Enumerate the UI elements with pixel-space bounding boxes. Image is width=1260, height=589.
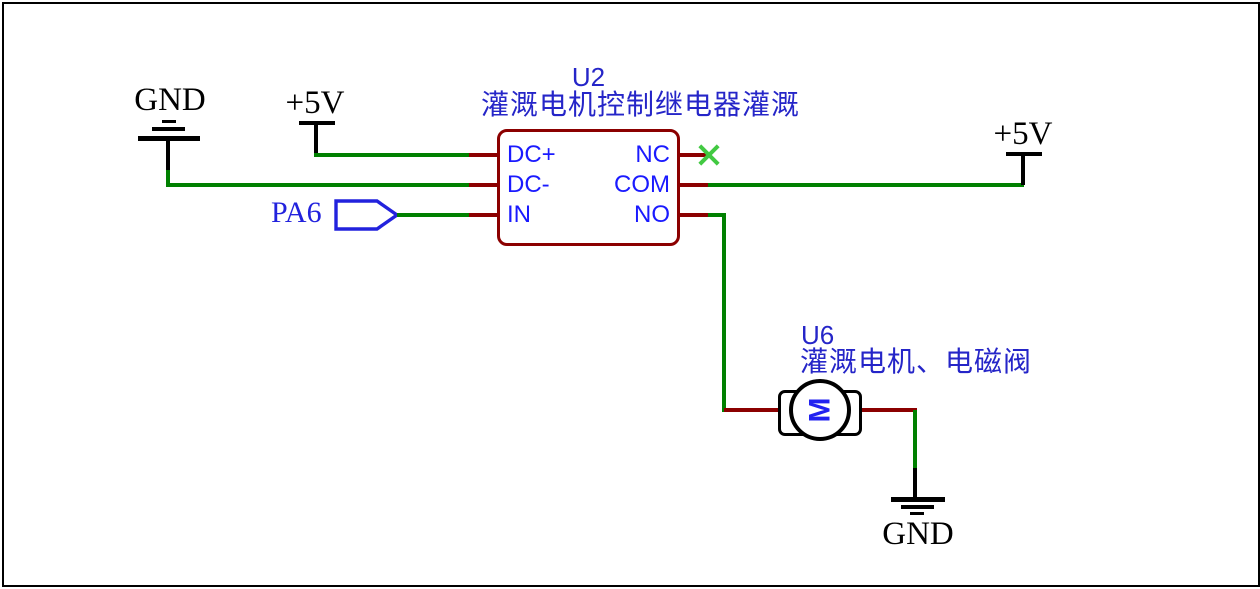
pin-stub-dcplus [469,153,497,157]
pin-name-nc: NC [635,141,670,168]
v5-label-right: +5V [993,116,1053,152]
gnd-label-top-left: GND [134,82,206,118]
pin-name-com: COM [614,171,670,198]
relay-body [497,129,680,246]
motor-m-letter: M [803,397,836,423]
pin-stub-nc [680,153,708,157]
pin-name-dcplus: DC+ [507,141,556,168]
motor-pin-stub-left [724,408,782,412]
wire-pa6-to-in [397,213,469,217]
pin-name-dcminus: DC- [507,171,550,198]
motor-description: 灌溉电机、电磁阀 [800,346,1033,377]
v5-label-left: +5V [285,85,345,121]
pin-name-no: NO [634,201,670,228]
relay-description: 灌溉电机控制继电器灌溉 [481,89,801,120]
wire-5v-to-dcplus [314,153,469,157]
pin-stub-in [469,213,497,217]
motor-symbol: M [789,379,851,441]
pin-stub-no [680,213,708,217]
gnd-label-bottom: GND [882,516,954,552]
motor-designator: U6 [801,320,835,350]
pin-stub-dcminus [469,183,497,187]
pa6-net-flag [334,199,400,231]
motor-pin-stub-right [856,408,917,412]
wire-com-to-5v [708,183,1024,187]
pa6-net-label: PA6 [271,196,322,229]
no-connect-x-icon [696,142,722,168]
pin-name-in: IN [507,201,531,228]
pin-stub-com [680,183,708,187]
relay-designator: U2 [571,62,606,92]
